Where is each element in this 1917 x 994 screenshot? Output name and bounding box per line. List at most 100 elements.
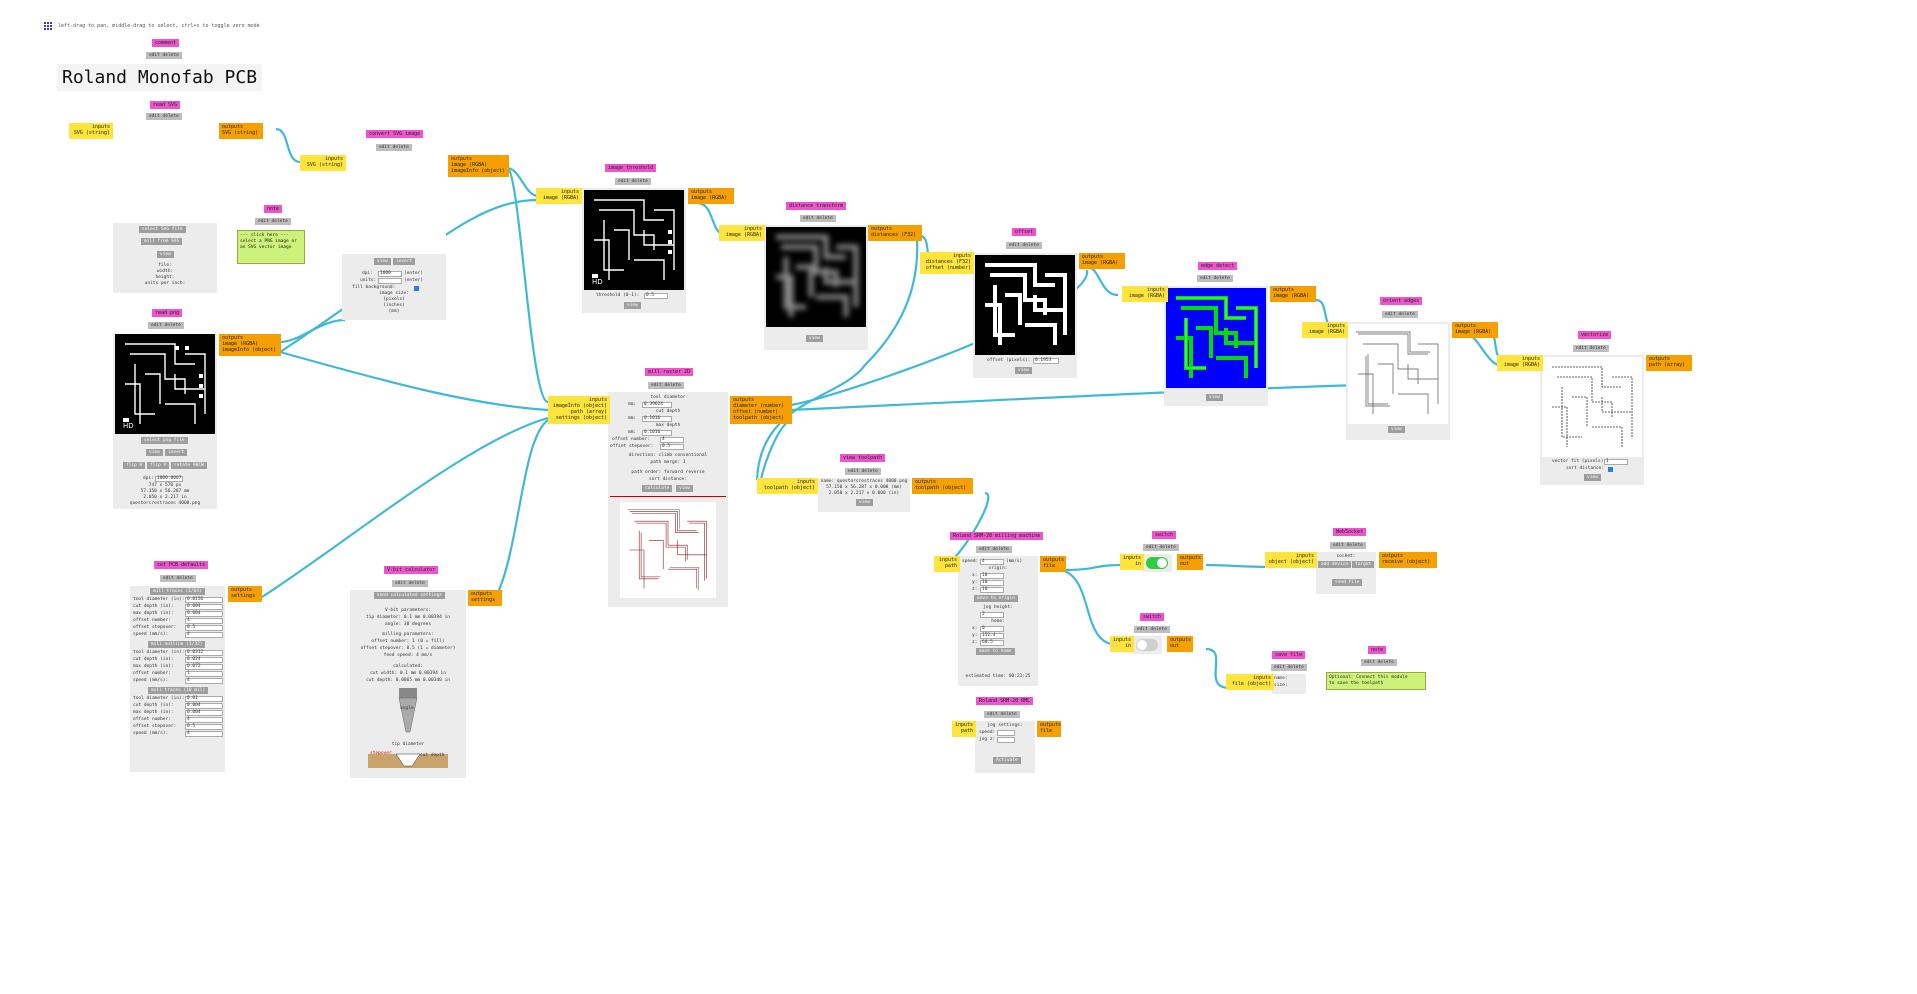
dpi-input[interactable]: 1000 <box>378 271 402 277</box>
units-input[interactable] <box>378 278 402 284</box>
move-to-home-button[interactable]: move to home <box>976 648 1015 655</box>
origin-z-input[interactable]: 10 <box>980 587 1004 593</box>
module-title[interactable]: image threshold <box>605 164 657 172</box>
edit-delete-button[interactable]: edit delete <box>800 215 836 222</box>
offset-number-input[interactable]: 4 <box>660 437 684 443</box>
edit-delete-button[interactable]: edit delete <box>1197 275 1233 282</box>
edit-delete-button[interactable]: edit delete <box>1330 542 1366 549</box>
edit-delete-button[interactable]: edit delete <box>146 113 182 120</box>
module-title[interactable]: read png <box>152 309 183 317</box>
module-title[interactable]: distance transform <box>786 202 847 210</box>
value-field[interactable]: 0.024 <box>185 657 223 663</box>
home-x-input[interactable]: 0 <box>980 626 1004 632</box>
module-title[interactable]: save file <box>1272 651 1306 659</box>
origin-x-input[interactable]: 10 <box>980 573 1004 579</box>
value-field[interactable]: 0.072 <box>185 664 223 670</box>
origin-y-input[interactable]: 10 <box>980 580 1004 586</box>
value-field[interactable]: 0.004 <box>185 604 223 610</box>
threshold-input[interactable]: 0.5 <box>644 293 668 299</box>
edit-delete-button[interactable]: edit delete <box>255 218 291 225</box>
speed-input[interactable] <box>997 730 1015 736</box>
edit-delete-button[interactable]: edit delete <box>976 546 1012 553</box>
flip-h-button[interactable]: flip H <box>123 462 146 469</box>
module-title[interactable]: V-bit calculator <box>384 566 439 574</box>
invert-button[interactable]: invert <box>393 258 416 265</box>
value-field[interactable]: 0.004 <box>185 710 223 716</box>
invert-button[interactable]: invert <box>165 449 188 456</box>
edit-delete-button[interactable]: edit delete <box>1271 664 1307 671</box>
edit-delete-button[interactable]: edit delete <box>1143 544 1179 551</box>
offset-input[interactable]: 0.1953 <box>1033 358 1059 364</box>
edit-delete-button[interactable]: edit delete <box>615 178 651 185</box>
value-field[interactable]: 0.5 <box>185 625 223 631</box>
max-depth-input[interactable]: 0.1016 <box>642 430 672 436</box>
toggle-switch[interactable] <box>1136 639 1158 651</box>
add-device-button[interactable]: add device <box>1318 561 1352 568</box>
view-button[interactable]: view <box>856 499 873 506</box>
value-field[interactable]: 0.01 <box>185 696 223 702</box>
module-title[interactable]: switch <box>1140 613 1165 621</box>
module-title[interactable]: WebSocket <box>1333 528 1367 536</box>
module-title[interactable]: switch <box>1152 531 1177 539</box>
module-title[interactable]: Roland SRM-20 RML <box>976 697 1034 705</box>
view-button[interactable]: view <box>624 302 641 309</box>
value-field[interactable]: 4 <box>185 731 223 737</box>
view-button[interactable]: view <box>157 251 174 258</box>
mill-traces-164-button[interactable]: mill traces (1/64) <box>150 588 205 595</box>
edit-delete-button[interactable]: edit delete <box>376 144 412 151</box>
value-field[interactable]: 4 <box>185 618 223 624</box>
path-merge[interactable]: path merge: 1 <box>650 460 686 465</box>
edit-delete-button[interactable]: edit delete <box>1361 659 1397 666</box>
jog-z-input[interactable] <box>997 737 1015 743</box>
view-button[interactable]: view <box>1015 367 1032 374</box>
toggle-switch[interactable] <box>1146 557 1168 569</box>
module-title[interactable]: note <box>264 205 283 213</box>
module-title[interactable]: read SVG <box>150 101 181 109</box>
fill-background-checkbox[interactable] <box>414 286 419 291</box>
mill-outline-132-button[interactable]: mill outline (1/32) <box>148 641 206 648</box>
view-button[interactable]: view <box>374 258 391 265</box>
cut-depth-input[interactable]: 0.1016 <box>642 416 672 422</box>
edit-delete-button[interactable]: edit delete <box>392 580 428 587</box>
module-title[interactable]: Roland SRM-20 milling machine <box>950 532 1044 540</box>
module-title[interactable]: mill raster 2D <box>645 368 694 376</box>
module-title[interactable]: vectorize <box>1578 331 1612 339</box>
speed-input[interactable]: 4 <box>980 559 1004 565</box>
grid-icon[interactable] <box>44 22 52 30</box>
value-field[interactable]: 4 <box>185 717 223 723</box>
home-y-input[interactable]: 152.4 <box>980 633 1004 639</box>
sort-distance[interactable]: sort distance: <box>649 477 687 482</box>
value-field[interactable]: 0.0156 <box>185 597 223 603</box>
jog-height-input[interactable]: 2 <box>980 612 1004 618</box>
load-svg-button[interactable]: mill from SVG <box>141 238 183 245</box>
select-svg-button[interactable]: select SVG file <box>139 226 186 233</box>
home-z-input[interactable]: 60.5 <box>980 640 1004 646</box>
view-button[interactable]: view <box>676 485 693 492</box>
edit-delete-button[interactable]: edit delete <box>160 575 196 582</box>
module-title[interactable]: comment <box>152 39 180 47</box>
